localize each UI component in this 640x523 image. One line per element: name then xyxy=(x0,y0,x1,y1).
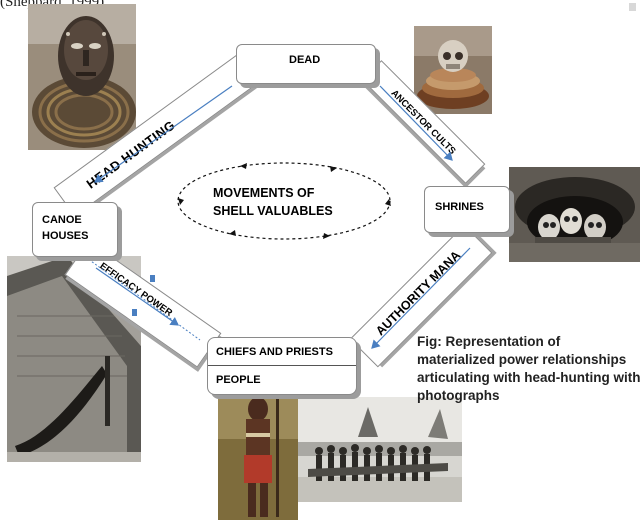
node-shrines-label: SHRINES xyxy=(435,201,484,213)
node-dead-label: DEAD xyxy=(289,54,321,66)
link-authority-mana-label: AUTHORITY MANA xyxy=(373,248,464,339)
node-dead: DEAD xyxy=(236,44,376,84)
figure-caption: Fig: Representation of materialized powe… xyxy=(417,334,640,403)
photo-skull-shrine xyxy=(509,167,640,262)
node-chiefs-people: CHIEFS AND PRIESTS PEOPLE xyxy=(207,337,357,395)
node-people-label: PEOPLE xyxy=(216,374,261,386)
node-canoe-houses: CANOE HOUSES xyxy=(32,202,118,257)
node-canoe-houses-label: CANOE HOUSES xyxy=(42,214,89,242)
center-label: MOVEMENTS OF SHELL VALUABLES xyxy=(213,186,333,218)
photo-skull-shell-rings xyxy=(414,26,492,114)
node-shrines: SHRINES xyxy=(424,186,510,233)
photo-group-beach xyxy=(298,397,462,502)
node-chiefs-priests-label: CHIEFS AND PRIESTS xyxy=(216,346,333,358)
node-divider xyxy=(208,365,356,366)
photo-chief-portrait xyxy=(218,389,298,520)
corner-mark xyxy=(629,3,636,11)
photo-carved-head xyxy=(28,4,136,150)
